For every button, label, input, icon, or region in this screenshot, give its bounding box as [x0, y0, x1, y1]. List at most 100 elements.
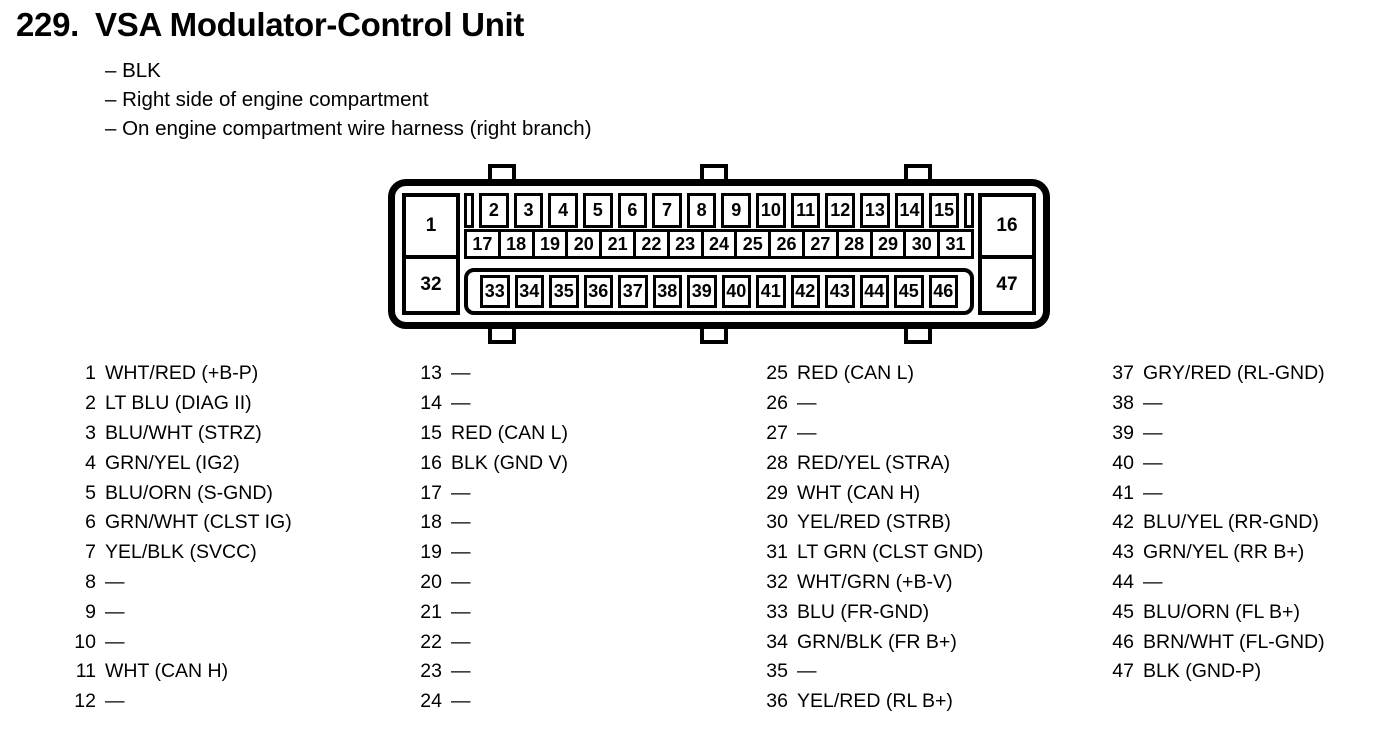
pin-number: 7 — [85, 541, 96, 564]
section-title: VSA Modulator-Control Unit — [95, 6, 525, 43]
connector-pin-cell: 19 — [531, 229, 569, 259]
connector-blank-cell — [964, 193, 974, 228]
connector-right-column: 16 47 — [978, 193, 1036, 315]
pinout-row: 36 YEL/RED (RL B+) — [750, 687, 983, 717]
connector-pin-cell: 43 — [825, 275, 855, 308]
connector-pin-cell: 44 — [859, 275, 889, 308]
pin-label: — — [105, 600, 125, 623]
pinout-row: 34 GRN/BLK (FR B+) — [750, 627, 983, 657]
pin-number: 32 — [766, 570, 788, 593]
pin-number: 42 — [1112, 511, 1134, 534]
pin-label: YEL/RED (STRB) — [797, 511, 951, 534]
pinout-row: 15 RED (CAN L) — [404, 419, 568, 449]
connector-pin-cell: 5 — [582, 193, 613, 228]
pinout-row: 33 BLU (FR-GND) — [750, 597, 983, 627]
section-number: 229. — [16, 6, 80, 43]
pinout-row: 28 RED/YEL (STRA) — [750, 448, 983, 478]
pin-label: RED (CAN L) — [797, 362, 915, 385]
pinout-column-3: 25 RED (CAN L) 26 — 27 — 28 RED/YEL (STR… — [750, 359, 983, 717]
pin-label: BLK (GND-P) — [1143, 660, 1262, 683]
pin-label: RED/YEL (STRA) — [797, 451, 951, 474]
pinout-row: 7 YEL/BLK (SVCC) — [58, 538, 292, 568]
pin-label: BLU/ORN (S-GND) — [105, 481, 273, 504]
pinout-row: 12 — — [58, 687, 292, 717]
note-item: – Right side of engine compartment — [105, 88, 429, 111]
pin-label: GRN/YEL (RR B+) — [1143, 541, 1305, 564]
pin-number: 6 — [85, 511, 96, 534]
pin-label: — — [451, 362, 471, 385]
pinout-row: 11 WHT (CAN H) — [58, 657, 292, 687]
pin-label: — — [1143, 451, 1163, 474]
pin-number: 15 — [420, 421, 442, 444]
pinout-row: 25 RED (CAN L) — [750, 359, 983, 389]
pinout-row: 42 BLU/YEL (RR-GND) — [1096, 508, 1325, 538]
pinout-row: 8 — — [58, 568, 292, 598]
pin-label: — — [451, 630, 471, 653]
pin-label: BLU/WHT (STRZ) — [105, 421, 262, 444]
pin-label: BLU/ORN (FL B+) — [1143, 600, 1300, 623]
pin-number: 16 — [420, 451, 442, 474]
connector-pin-cell: 9 — [721, 193, 752, 228]
pin-number: 30 — [766, 511, 788, 534]
pinout-row: 37 GRY/RED (RL-GND) — [1096, 359, 1324, 389]
connector-pin-cell: 13 — [860, 193, 890, 228]
pin-label: — — [797, 660, 817, 683]
connector-pin-cell: 27 — [801, 229, 839, 259]
pinout-row: 23 — — [404, 657, 568, 687]
connector-pin-cell: 45 — [894, 275, 924, 308]
pinout-row: 45 BLU/ORN (FL B+) — [1096, 597, 1325, 627]
pin-label: — — [105, 690, 125, 713]
connector-pin-cell: 29 — [869, 229, 907, 259]
pin-number: 9 — [85, 600, 96, 623]
connector-pin-cell: 7 — [652, 193, 682, 228]
pin-number: 17 — [420, 481, 442, 504]
pinout-row: 21 — — [404, 597, 568, 627]
pin-label: — — [105, 630, 125, 653]
pinout-row: 24 — — [404, 687, 568, 717]
pinout-row: 17 — — [404, 478, 568, 508]
pinout-row: 47 BLK (GND-P) — [1096, 657, 1325, 687]
pin-number: 10 — [74, 630, 96, 653]
pin-number: 44 — [1112, 570, 1134, 593]
pin-number: 36 — [766, 690, 788, 713]
pin-label: LT GRN (CLST GND) — [797, 541, 984, 564]
connector-pin-cell: 28 — [835, 229, 873, 259]
pin-label: — — [451, 570, 471, 593]
pin-number: 39 — [1112, 421, 1134, 444]
connector-pin-cell: 17 — [464, 229, 501, 259]
pin-label: GRN/YEL (IG2) — [105, 451, 240, 474]
connector-blank-cell — [464, 193, 474, 228]
pin-number: 22 — [420, 630, 442, 653]
pinout-row: 3 BLU/WHT (STRZ) — [58, 419, 292, 449]
pin-number: 23 — [420, 660, 442, 683]
connector-pin-cell: 41 — [756, 275, 786, 308]
pin-label: — — [1143, 570, 1163, 593]
connector-pin-cell: 14 — [894, 193, 925, 228]
pinout-row: 29 WHT (CAN H) — [750, 478, 983, 508]
connector-pin-cell: 11 — [790, 193, 821, 228]
pinout-row: 38 — — [1096, 389, 1325, 419]
connector-pin-cell: 24 — [700, 229, 738, 259]
pinout-row: 4 GRN/YEL (IG2) — [58, 448, 292, 478]
connector-pin-cell: 18 — [497, 229, 535, 259]
pin-label: WHT/GRN (+B-V) — [797, 570, 953, 593]
pin-label: — — [451, 392, 471, 415]
pin-label: — — [451, 481, 471, 504]
pinout-row: 27 — — [750, 419, 983, 449]
pin-number: 20 — [420, 570, 442, 593]
pinout-row: 31 LT GRN (CLST GND) — [750, 538, 983, 568]
pinout-column-2: 13 — 14 — 15 RED (CAN L) 16 BLK (GND V) … — [404, 359, 568, 717]
pinout-row: 14 — — [404, 389, 568, 419]
pin-label: RED (CAN L) — [451, 421, 569, 444]
pin-number: 37 — [1112, 362, 1134, 385]
connector-pin-cell: 3 — [513, 193, 544, 228]
pinout-row: 6 GRN/WHT (CLST IG) — [58, 508, 292, 538]
pin-number: 21 — [420, 600, 442, 623]
pin-number: 43 — [1112, 541, 1134, 564]
pin-number: 28 — [766, 451, 788, 474]
pin-label: — — [451, 660, 471, 683]
pin-label: YEL/BLK (SVCC) — [105, 541, 257, 564]
pinout-row: 39 — — [1096, 419, 1325, 449]
